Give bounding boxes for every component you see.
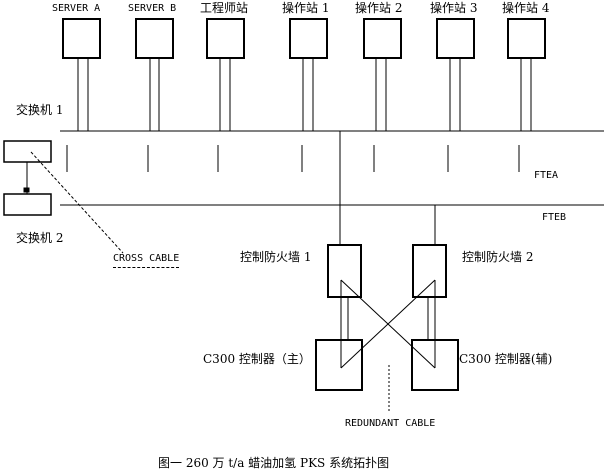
label-operator-station-2: 操作站 2 [355, 1, 403, 15]
figure-caption: 图一 260 万 t/a 蜡油加氢 PKS 系统拓扑图 [158, 456, 390, 470]
switch-1-box [3, 140, 52, 163]
label-controller-aux: C300 控制器(辅) [459, 352, 553, 366]
station-box-server-a [62, 18, 101, 59]
label-controller-main: C300 控制器（主） [203, 352, 311, 366]
label-operator-station-4: 操作站 4 [502, 1, 550, 15]
station-drop-lines [77, 58, 532, 131]
label-redundant-cable: REDUNDANT CABLE [345, 418, 436, 429]
label-ftea: FTEA [534, 170, 559, 181]
station-box-op2 [363, 18, 402, 59]
label-engineer-station: 工程师站 [200, 1, 249, 15]
fteb-link-ticks [66, 145, 520, 172]
label-server-b: SERVER B [128, 3, 177, 14]
station-box-op4 [507, 18, 546, 59]
label-firewall-2: 控制防火墙 2 [462, 250, 534, 264]
label-operator-station-3: 操作站 3 [430, 1, 478, 15]
station-box-op3 [436, 18, 475, 59]
label-switch-2: 交换机 2 [16, 231, 64, 245]
switch-link-marker [23, 187, 30, 193]
firewall-1-box [327, 244, 362, 298]
switch-2-box [3, 193, 52, 216]
label-switch-1: 交换机 1 [16, 103, 64, 117]
station-box-engineer [206, 18, 245, 59]
station-box-server-b [135, 18, 174, 59]
firewall-controller-links [340, 279, 436, 369]
firewall-2-box [412, 244, 447, 298]
label-fteb: FTEB [542, 212, 567, 223]
station-box-op1 [289, 18, 328, 59]
label-firewall-1: 控制防火墙 1 [240, 250, 312, 264]
controller-main-box [315, 339, 363, 391]
label-cross-cable: CROSS CABLE [113, 253, 180, 268]
cross-cable-line [30, 151, 124, 254]
label-operator-station-1: 操作站 1 [282, 1, 330, 15]
label-server-a: SERVER A [52, 3, 101, 14]
